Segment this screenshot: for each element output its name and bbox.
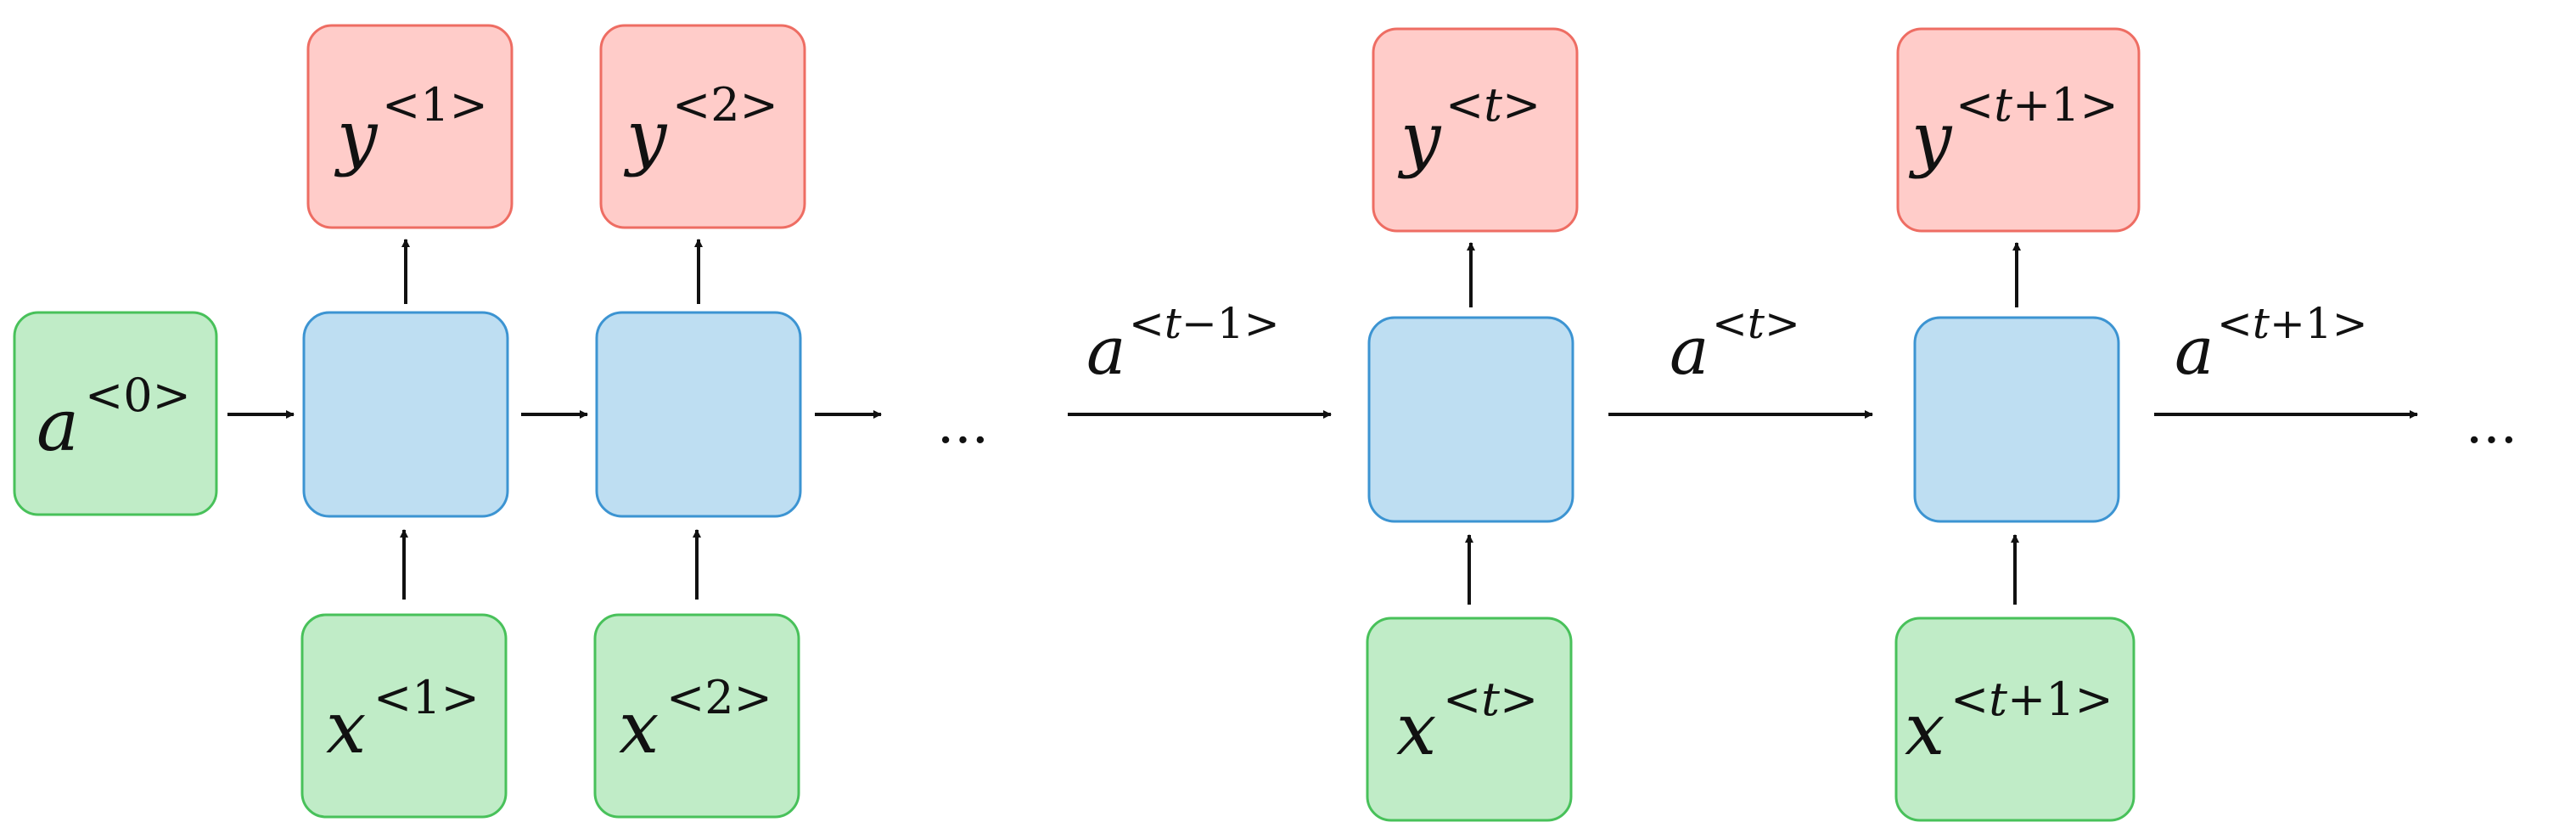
output-y2: y <2> xyxy=(599,24,806,229)
edge-label-a-t-minus-1: a <t−1> xyxy=(1086,299,1280,390)
x1-base: x xyxy=(326,686,366,769)
rnn-cell-2 xyxy=(595,311,802,518)
ellipsis-end: ··· xyxy=(2466,409,2517,472)
y2-superscript: <2> xyxy=(672,78,778,132)
edge-label-a-t: a <t> xyxy=(1670,299,1800,390)
y2-base: y xyxy=(623,95,668,178)
input-x1: x <1> xyxy=(300,613,508,819)
input-xt1: x <t+1> xyxy=(1894,617,2135,822)
initial-state-a0: a <0> xyxy=(13,311,218,516)
a-tm1-superscript: <t−1> xyxy=(1129,299,1280,348)
output-yt1: y <t+1> xyxy=(1896,27,2141,233)
y1-superscript: <1> xyxy=(382,78,488,132)
output-yt: y <t> xyxy=(1372,27,1579,233)
yt-superscript: <t> xyxy=(1445,78,1541,132)
a0-base: a xyxy=(36,384,79,467)
output-y1: y <1> xyxy=(306,24,514,229)
x2-base: x xyxy=(619,686,659,769)
rnn-cell-t1 xyxy=(1913,316,2120,523)
a-tp1-superscript: <t+1> xyxy=(2217,299,2368,348)
xt1-base: x xyxy=(1905,688,1945,771)
yt1-superscript: <t+1> xyxy=(1956,78,2119,132)
a0-superscript: <0> xyxy=(85,369,191,422)
a-tm1-base: a xyxy=(1086,313,1126,390)
a-t-superscript: <t> xyxy=(1712,299,1800,348)
rnn-cell-1 xyxy=(302,311,509,518)
yt1-base: y xyxy=(1908,97,1953,180)
a-tp1-base: a xyxy=(2175,313,2214,390)
a-t-base: a xyxy=(1670,313,1709,390)
xt-superscript: <t> xyxy=(1443,673,1538,726)
yt-base: y xyxy=(1397,97,1442,180)
input-xt: x <t> xyxy=(1366,617,1573,822)
x2-superscript: <2> xyxy=(666,671,772,724)
x1-superscript: <1> xyxy=(373,671,480,724)
xt-base: x xyxy=(1396,688,1436,771)
ellipsis-middle: ··· xyxy=(937,409,989,472)
rnn-cell-t xyxy=(1367,316,1574,523)
xt1-superscript: <t+1> xyxy=(1950,673,2113,726)
input-x2: x <2> xyxy=(593,613,800,819)
edge-label-a-t-plus-1: a <t+1> xyxy=(2175,299,2368,390)
y1-base: y xyxy=(334,95,379,178)
